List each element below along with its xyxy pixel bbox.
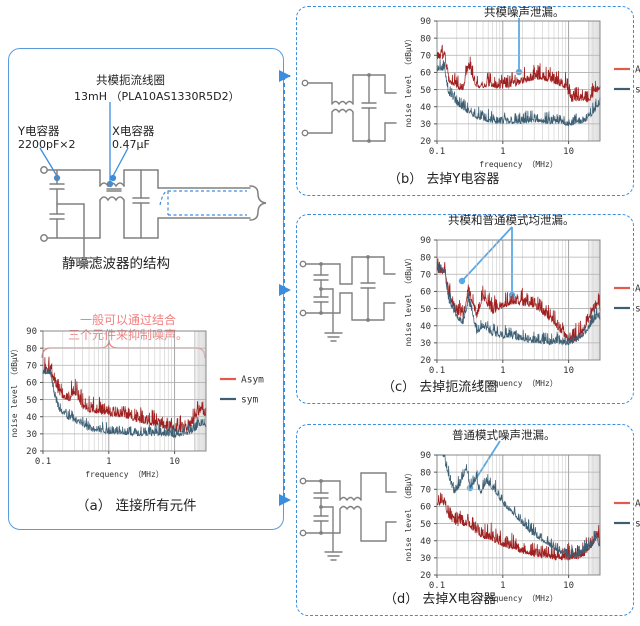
xcap-value: 0.47μF [112,138,150,151]
choke-label: 共模扼流线圈 [96,73,165,87]
ycap-value: 2200pF×2 [18,138,76,151]
legend-label-sym: sym [635,518,640,529]
connector-arrows [279,70,291,506]
legend-label-asym: Asym [635,64,640,75]
choke-value: 13mH （PLA10AS1330R5D2） [74,90,240,103]
panel-caption-d: （d） 去掉X电容器 [384,592,497,607]
xcap-label: X电容器 [112,124,155,138]
panel-caption-b: （b） 去掉Y电容器 [388,172,500,187]
legend-label-asym: Asym [635,283,640,294]
panel-caption-a: （a） 连接所有元件 [76,498,197,514]
panel-caption-c: （c） 去掉扼流线圈 [382,380,498,395]
legend-label-sym: sym [635,84,640,95]
annotation-panel-c: 共模和普通模式均泄漏。 [448,213,575,227]
filter-structure-panel [8,48,284,530]
legend-label-sym: sym [635,303,640,314]
annotation-panel-d: 普通模式噪声泄漏。 [452,428,556,442]
legend-label-asym: Asym [635,498,640,509]
ycap-label: Y电容器 [18,124,60,138]
annotation-panel-b: 共模噪声泄漏。 [484,5,565,19]
structure-caption: 静噪滤波器的结构 [62,256,170,272]
annotation-line-1: 一般可以通过结合 [80,313,177,327]
annotation-all-components: 一般可以通过结合 三个元件来抑制噪声。 [68,313,188,343]
annotation-line-2: 三个元件来抑制噪声。 [68,328,189,342]
